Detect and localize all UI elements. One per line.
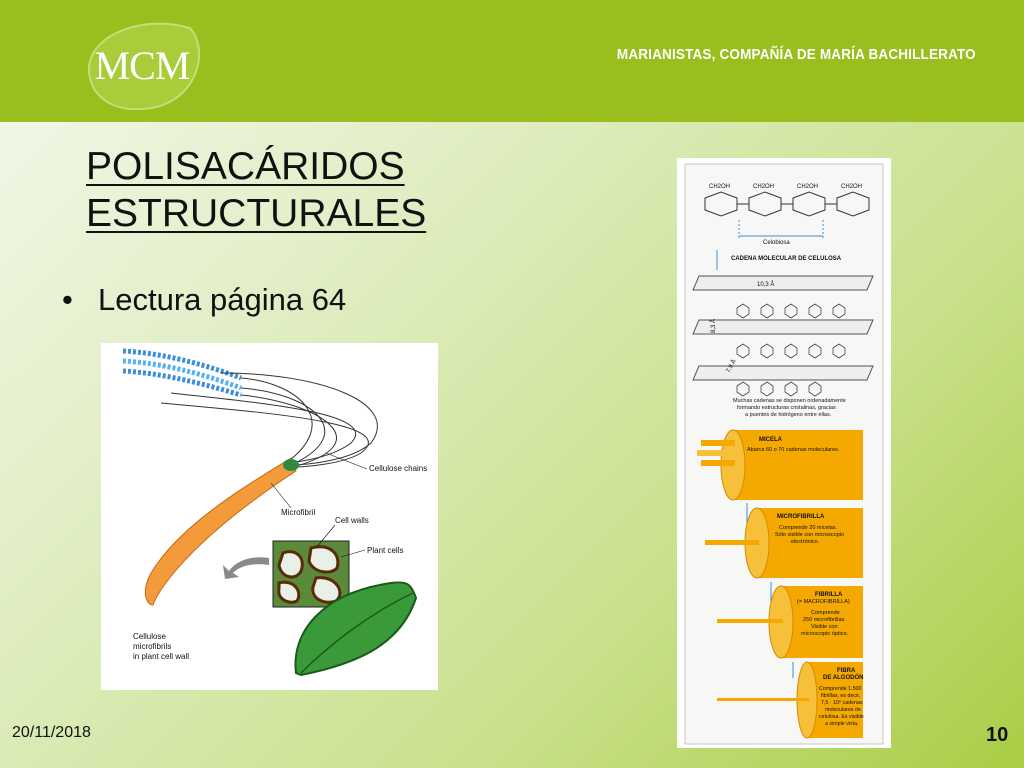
fibra-line-2: fibrillas, es decir, <box>821 693 860 699</box>
fibra-line-4: moleculares de <box>825 707 861 713</box>
label-cell-walls: Cell walls <box>335 516 369 525</box>
label-cellulose-chains: Cellulose chains <box>369 464 427 473</box>
chain-hexagons <box>736 303 846 397</box>
microfibrilla-line-1: Comprende 20 micelas. <box>779 525 838 531</box>
fibra-line-5: celulosa. Es visible <box>819 714 864 720</box>
bullet-dot-icon: • <box>62 282 73 317</box>
muchas-line-2: formando estructuras cristalinas, gracia… <box>737 405 836 411</box>
fibrilla-cylinder <box>717 585 863 659</box>
caption-line-2: microfibrils <box>133 642 171 651</box>
ch2oh-label-3: CH2OH <box>797 184 818 190</box>
bullet-item: • Lectura página 64 <box>62 282 346 318</box>
cellulose-structure-figure: CH2OH CH2OH CH2OH CH2OH Celobiosa CADENA… <box>677 158 891 748</box>
micela-cylinder <box>697 429 863 501</box>
ch2oh-label-2: CH2OH <box>753 184 774 190</box>
cellulose-chain-lines <box>160 372 378 468</box>
fibrilla-title-1: FIBRILLA <box>815 592 843 598</box>
caption-line-3: in plant cell wall <box>133 652 189 661</box>
label-microfibril: Microfibril <box>281 508 315 517</box>
fibrilla-title-2: (= MACROFIBRILLA) <box>797 599 850 605</box>
slide-date: 20/11/2018 <box>12 724 91 741</box>
cellulose-microfibril-figure: Cellulose chains Microfibril Cell walls … <box>101 343 438 690</box>
cadena-label: CADENA MOLECULAR DE CELULOSA <box>731 256 842 262</box>
organization-name: MARIANISTAS, COMPAÑÍA DE MARÍA BACHILLER… <box>617 46 976 63</box>
fibrilla-line-3: Visible con <box>811 624 838 630</box>
fibra-line-1: Comprende 1.500 <box>819 686 861 692</box>
microfibrilla-title: MICROFIBRILLA <box>777 514 825 520</box>
ch2oh-label-4: CH2OH <box>841 184 862 190</box>
cell-wall-inset <box>272 540 350 608</box>
leaf-shape <box>294 581 418 677</box>
caption-line-1: Cellulose <box>133 632 166 641</box>
fibrilla-line-2: 250 microfibrillas. <box>803 617 846 623</box>
mcm-logo: MCM <box>80 18 204 111</box>
muchas-line-1: Muchas cadenas se disponen ordenadamente <box>733 398 846 404</box>
title-line-1: POLISACÁRIDOS <box>86 145 405 188</box>
fibra-title-2: DE ALGODÓN <box>823 673 863 681</box>
fibra-title-1: FIBRA <box>837 668 856 674</box>
slide-title: POLISACÁRIDOS ESTRUCTURALES <box>86 143 426 237</box>
label-plant-cells: Plant cells <box>367 546 403 555</box>
slide-number: 10 <box>986 724 1009 746</box>
logo-text: MCM <box>94 43 191 88</box>
dim-label-1: 10,3 Å <box>757 281 774 288</box>
fibra-line-6: a simple vista. <box>825 721 859 727</box>
micela-text: Abarca 60 o 70 cadenas moleculares. <box>747 447 840 453</box>
microfibrilla-line-2: Sólo visible con microscopio <box>775 532 844 538</box>
chain-layers <box>692 275 874 381</box>
glucose-ring-row <box>704 191 870 217</box>
fibra-line-3: 7,5 · 10⁶ cadenas <box>821 700 863 706</box>
microfibrilla-line-3: electrónico. <box>791 539 820 545</box>
fibra-cylinder <box>717 661 863 739</box>
title-line-2: ESTRUCTURALES <box>86 192 427 235</box>
micela-title: MICELA <box>759 437 783 443</box>
muchas-line-3: a puentes de hidrógeno entre ellas. <box>745 412 832 418</box>
microfibrilla-cylinder <box>705 507 863 579</box>
ch2oh-label-1: CH2OH <box>709 184 730 190</box>
celobiosa-label: Celobiosa <box>763 240 790 246</box>
logo-leaf-shape <box>87 22 201 111</box>
header-bar: MCM MARIANISTAS, COMPAÑÍA DE MARÍA BACHI… <box>0 0 1024 122</box>
dim-label-2: 8,3 Å <box>710 319 717 333</box>
arrow-icon <box>223 557 269 579</box>
bullet-text: Lectura página 64 <box>98 282 347 317</box>
microfibril-shape <box>144 457 297 606</box>
fibrilla-line-4: microscopio óptico. <box>801 631 849 637</box>
fibrilla-line-1: Comprende <box>811 610 840 616</box>
